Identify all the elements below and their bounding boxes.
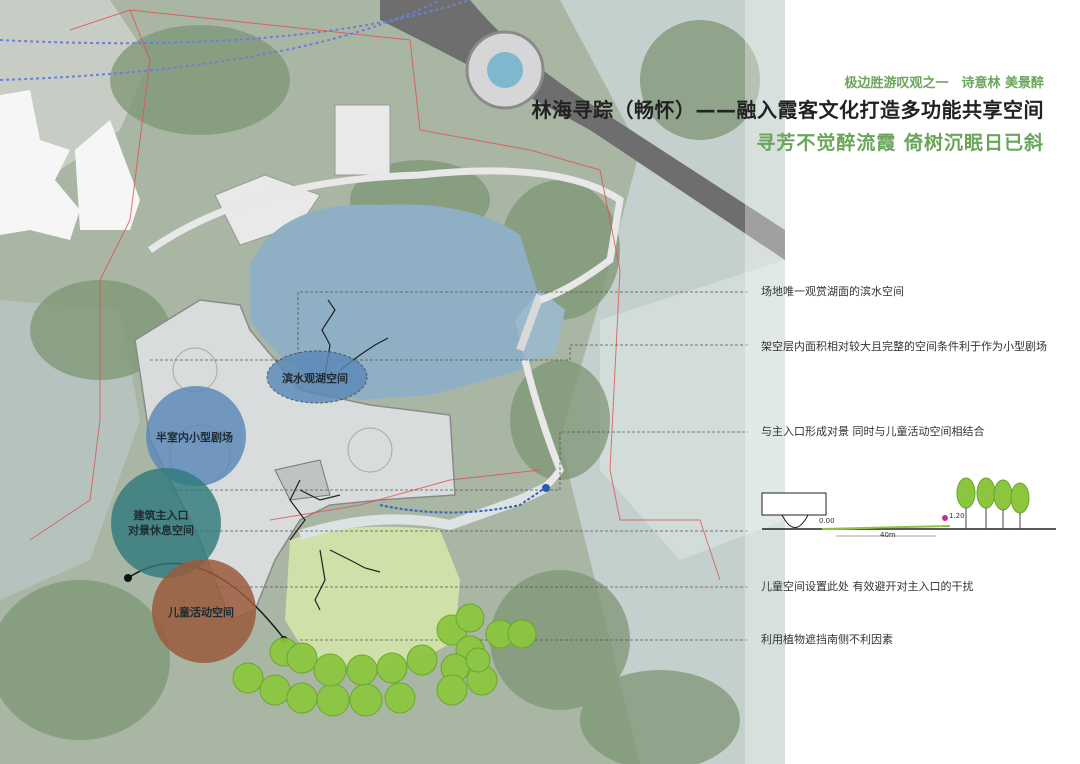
section-distance: 40m [880, 531, 896, 539]
entry-point [542, 484, 550, 492]
entrance-zone [111, 468, 221, 578]
zone-label-entrance: 建筑主入口 对景休息空间 [128, 508, 194, 538]
annotation-lakeside: 场地唯一观赏湖面的滨水空间 [761, 285, 904, 298]
building-white [0, 90, 80, 240]
annotation-planting: 利用植物遮挡南侧不利因素 [761, 633, 893, 646]
zone-label-entrance-line2: 对景休息空间 [128, 524, 194, 537]
view-arrows [289, 299, 389, 611]
building-white [75, 120, 140, 230]
section-left-elevation: 0.00 [819, 517, 835, 525]
lake-inlet [515, 290, 565, 360]
leader-lines [150, 291, 748, 641]
annotation-children: 儿童空间设置此处 有效避开对主入口的干扰 [761, 580, 974, 593]
zone-label-theater: 半室内小型剧场 [156, 431, 233, 444]
lawn [285, 526, 460, 667]
theater-zone [146, 386, 246, 486]
tagline: 寻芳不觉醉流霞 倚树沉眠日已斜 [756, 132, 1044, 154]
small-building [334, 104, 391, 176]
water-east-light [600, 260, 785, 560]
zone-label-lakeside: 滨水观湖空间 [282, 372, 348, 385]
children-zone [152, 559, 256, 663]
subtitle: 极边胜游叹观之一 诗意林 美景醉 [844, 76, 1044, 91]
zone-label-children: 儿童活动空间 [168, 606, 234, 619]
page-title: 林海寻踪（畅怀）——融入霞客文化打造多功能共享空间 [531, 98, 1044, 122]
annotation-theater: 架空层内面积相对较大且完整的空间条件利于作为小型剧场 [761, 340, 1047, 353]
lakeside-zone [266, 350, 368, 404]
annotation-entrance: 与主入口形成对景 同时与儿童活动空间相结合 [761, 425, 985, 438]
section-diagram [761, 477, 1056, 537]
site-boundary [29, 9, 721, 581]
zone-label-entrance-line1: 建筑主入口 [133, 509, 189, 522]
screening-trees [232, 603, 537, 717]
section-right-elevation: 1.20 [949, 512, 965, 520]
